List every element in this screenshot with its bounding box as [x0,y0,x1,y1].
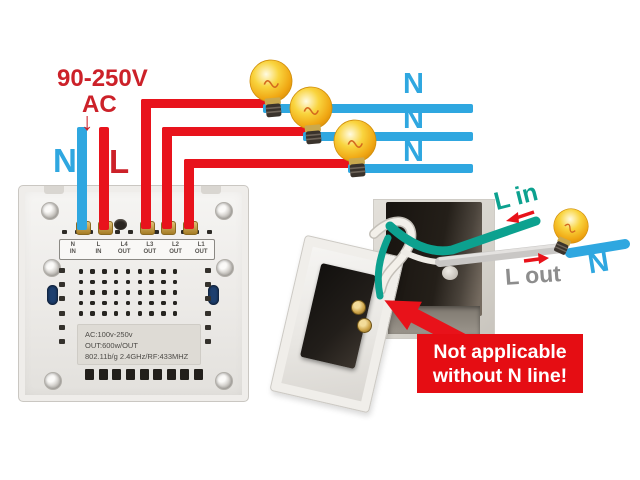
screw-icon [216,259,234,277]
screw-icon [44,372,62,390]
vent-hole-grid [75,266,181,319]
terminal-label: L1 OUT [194,242,208,255]
terminal-label-strip: N IN L IN L4 OUT L3 OUT L2 OUT L1 OUT [59,239,215,260]
spec-text-box: AC:100v-250v OUT:600w/OUT 802.11b/g 2.4G… [77,324,201,365]
neutral-line-label-3: N [403,136,424,168]
switch-back-panel: N IN L IN L4 OUT L3 OUT L2 OUT L1 OUT [18,185,249,402]
unused-terminal-screw [114,219,127,230]
terminal-label: N IN [69,242,76,255]
bottom-vent-row [85,369,203,380]
l2-out-wire [162,127,172,229]
voltage-label: 90-250V [57,65,148,92]
terminal-screw-icon [351,300,366,315]
neutral-in-label: N [53,142,77,179]
wall-box-concrete [388,306,480,334]
mounting-tab [201,186,221,194]
l3-out-wire [141,99,151,229]
neutral-line-label-1: N [403,68,424,100]
l2-out-wire [162,127,318,136]
spec-line: 802.11b/g 2.4GHz/RF:433MHZ [85,352,189,361]
cable-clamp [442,266,458,280]
vent-dashes [59,268,65,344]
mounting-slot [208,285,219,305]
mounting-slot [47,285,58,305]
screw-icon [41,202,59,220]
l3-out-wire [141,99,277,108]
neutral-line-1 [263,104,473,113]
terminal-screw-icon [357,318,372,333]
warning-line: Not applicable [433,340,567,363]
neutral-line-2 [303,132,473,141]
neutral-line-3 [348,164,473,173]
vent-dashes [205,268,211,344]
live-in-label: L [109,143,130,180]
spec-line: AC:100v-250v [85,330,133,339]
screw-icon [215,372,233,390]
l-in-label: L in [491,178,541,216]
terminal-label: L3 OUT [143,242,157,255]
ac-label: AC [82,91,117,118]
warning-banner: Not applicable without N line! [417,334,583,393]
spec-line: OUT:600w/OUT [85,341,138,350]
down-arrow-icon: ↓ [81,108,94,136]
terminal-label: L4 OUT [117,242,131,255]
l1-out-wire [184,159,364,168]
live-in-wire [99,127,109,230]
l1-out-wire [184,159,194,229]
terminal-label: L IN [95,242,102,255]
l-out-label: L out [504,260,562,290]
neutral-right-label: N [585,245,612,281]
mounting-tab [44,186,64,194]
warning-line: without N line! [432,364,568,387]
neutral-in-wire [77,127,87,230]
screw-icon [215,202,233,220]
neutral-line-label-2: N [403,103,424,135]
terminal-label: L2 OUT [169,242,182,255]
